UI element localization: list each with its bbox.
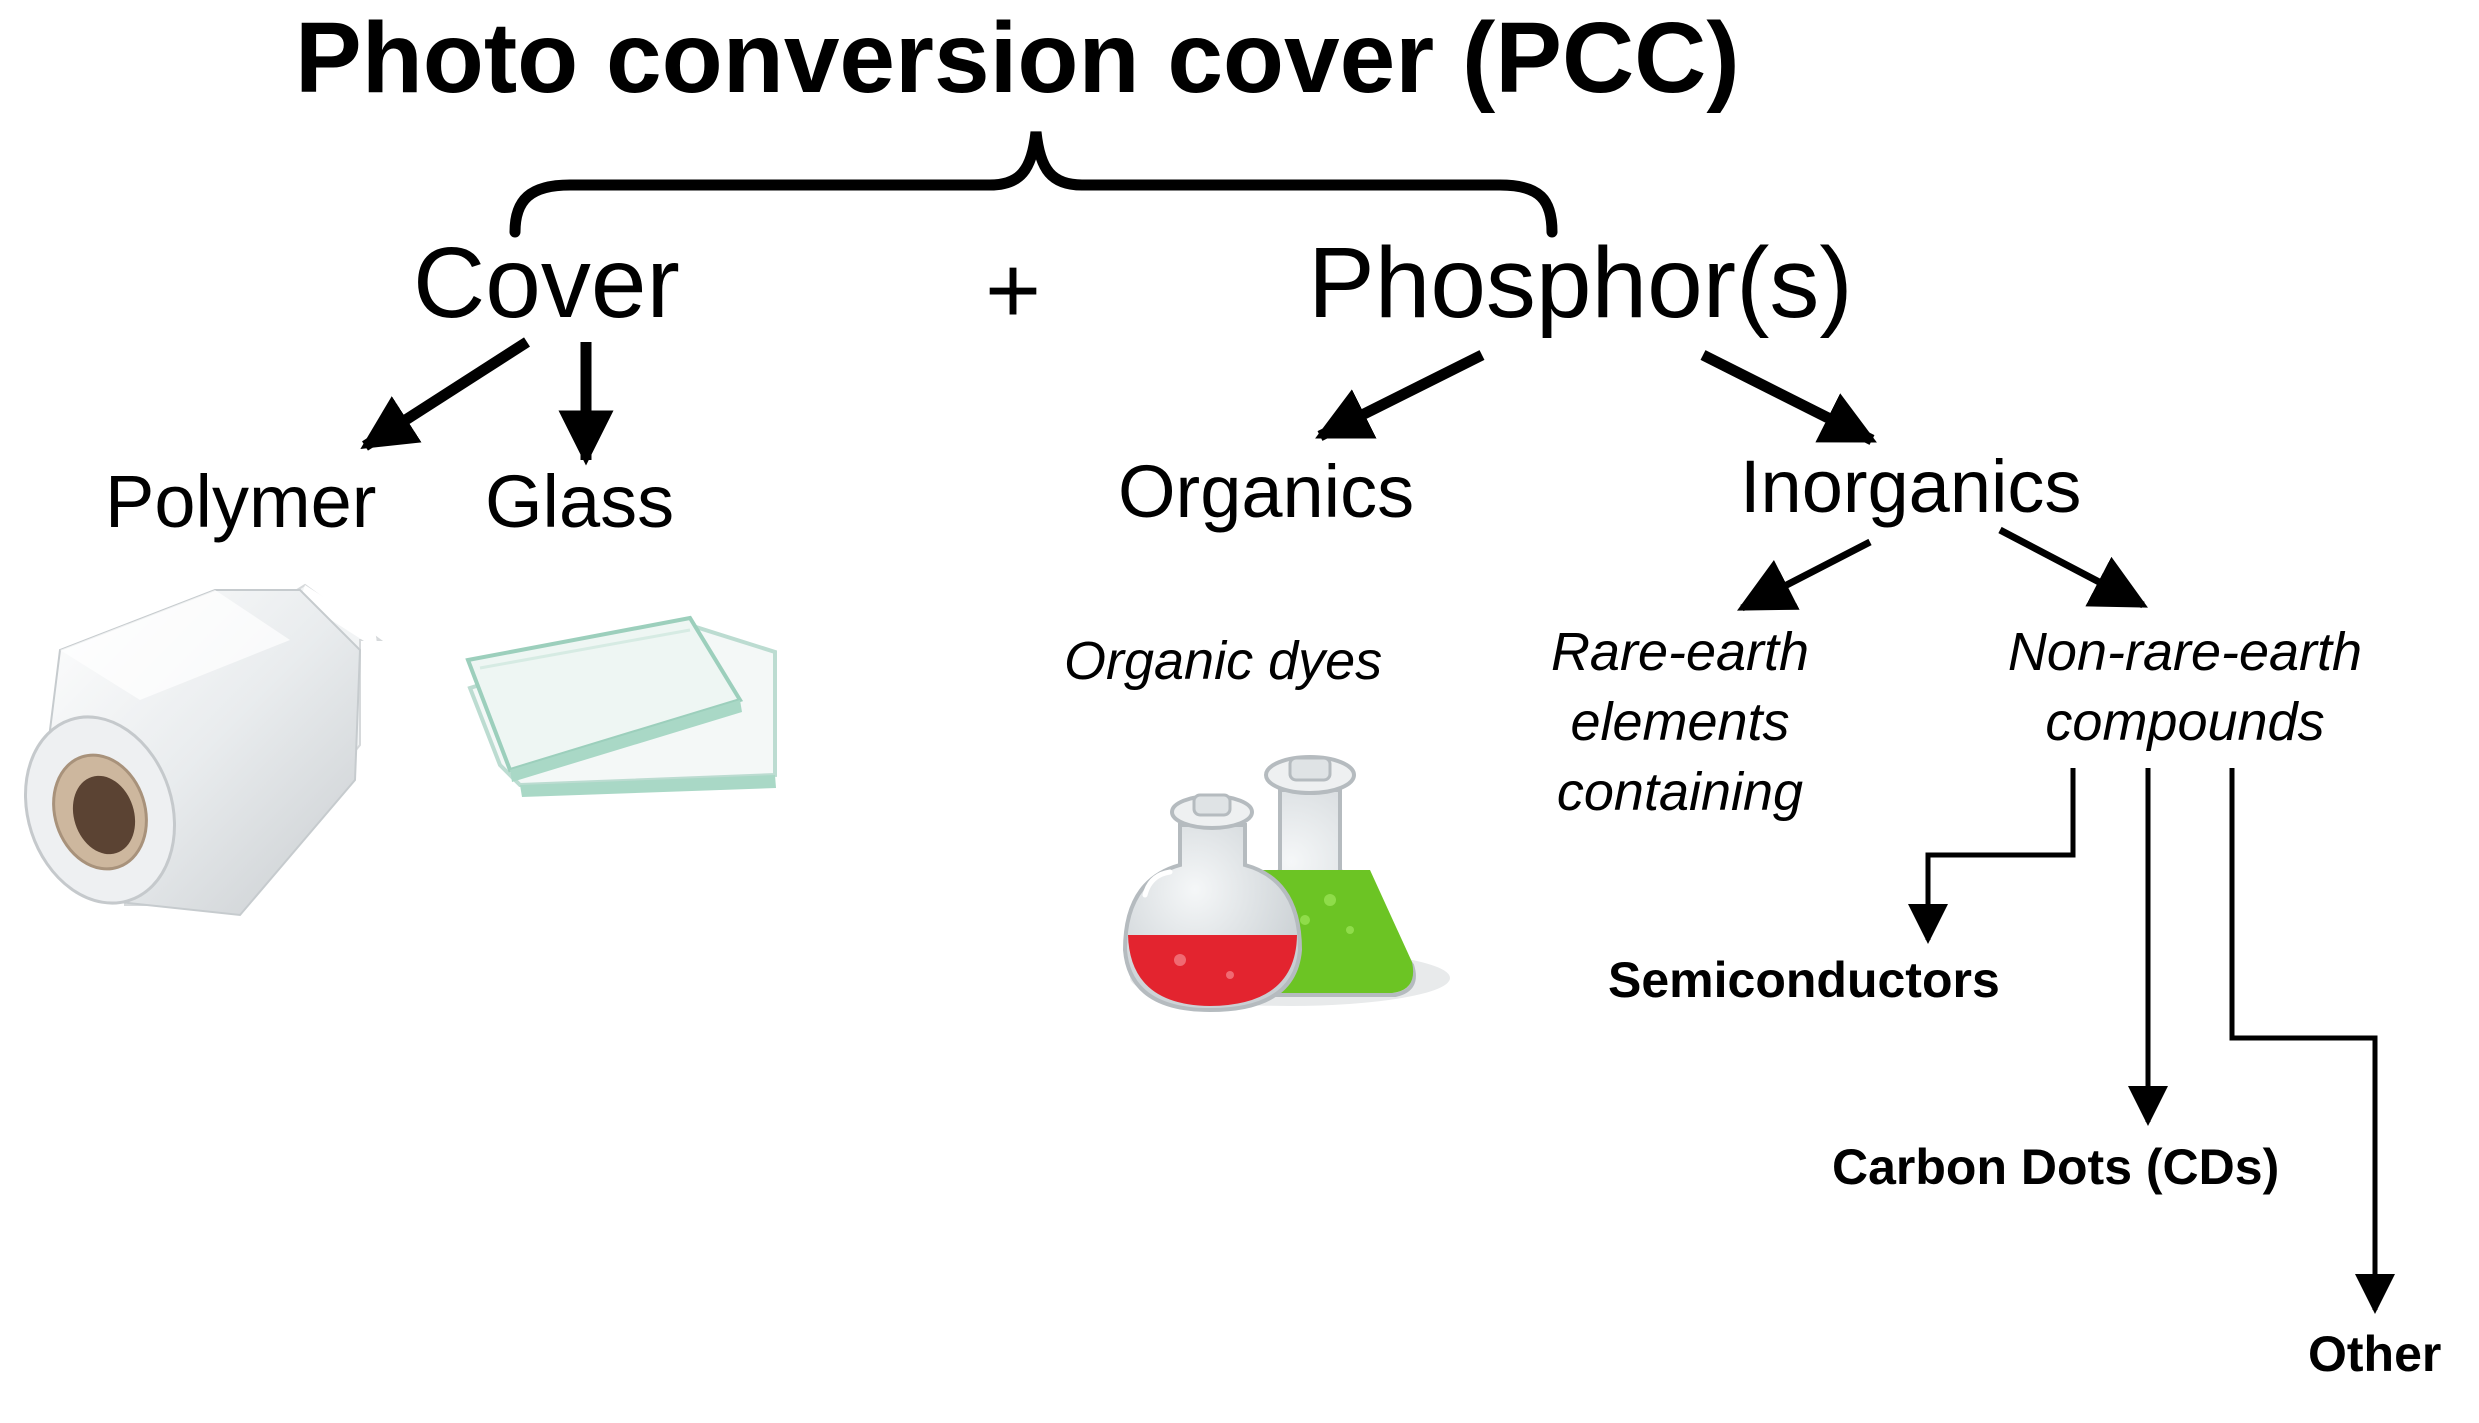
glass-plates-icon [465,615,777,797]
diagram-title: Photo conversion cover (PCC) [295,2,1740,114]
arrow-phosphor-to-organics [1315,350,1485,441]
organic-dyes-label: Organic dyes [1064,631,1383,691]
arrow-inorganics-to-non-rare-earth [1998,526,2148,609]
semiconductors-label: Semiconductors [1608,952,2000,1008]
chemistry-flasks-icon [1122,755,1450,1013]
inorganics-label: Inorganics [1740,445,2082,528]
grouping-brace [509,131,1558,238]
arrow-inorganics-to-rare-earth [1737,538,1872,612]
connector-to-other [2229,768,2395,1314]
carbon-dots-label: Carbon Dots (CDs) [1832,1139,2280,1195]
organics-label: Organics [1118,450,1415,533]
cover-label: Cover [413,227,680,339]
connector-to-semiconductors [1908,768,2076,944]
rare-earth-label: Rare-earth elements containing [1550,622,1810,823]
polymer-label: Polymer [105,460,377,543]
plus-sign: + [985,237,1042,344]
other-label: Other [2308,1326,2442,1382]
arrow-cover-to-polymer [360,337,530,451]
arrow-phosphor-to-inorganics [1700,350,1877,445]
plastic-film-roll-icon [23,583,384,917]
glass-label: Glass [485,460,675,543]
non-rare-earth-label: Non-rare-earth compounds [2007,622,2363,753]
phosphors-label: Phosphor(s) [1308,227,1853,339]
